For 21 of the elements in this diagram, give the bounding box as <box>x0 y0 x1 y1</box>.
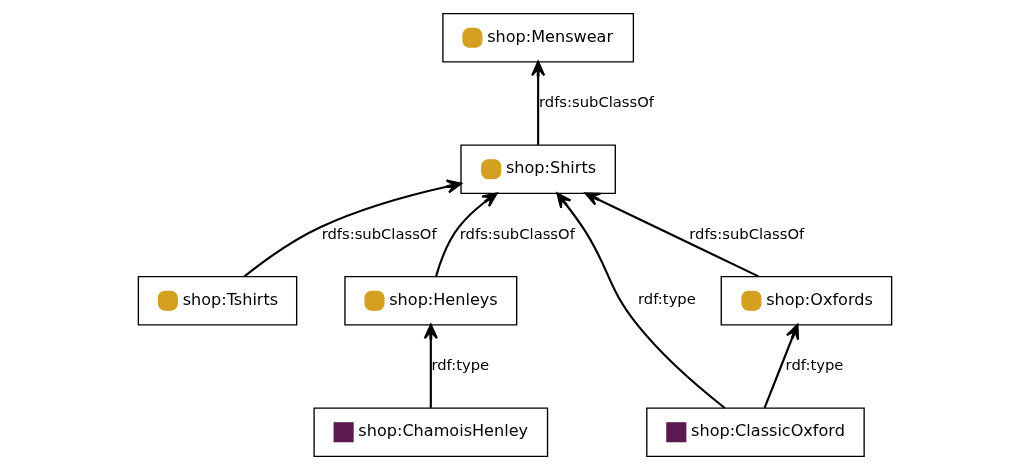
arrow <box>584 192 759 278</box>
edge-label: rdfs:subClassOf <box>688 224 804 242</box>
edge-label: rdfs:subClassOf <box>459 224 575 242</box>
node-box: shop:ClassicOxford <box>645 407 865 458</box>
edge-label: rdf:type <box>430 356 489 374</box>
edge-label: rdf:type <box>637 290 696 308</box>
node-box: shop:Oxfords <box>720 275 892 326</box>
arrow <box>763 323 799 409</box>
edge-label: rdfs:subClassOf <box>321 224 437 242</box>
arrow <box>423 323 438 408</box>
arrow <box>555 192 725 409</box>
node-box: shop:Shirts <box>459 144 616 195</box>
node-box: shop:Henleys <box>343 275 517 326</box>
node-box: shop:ChamoisHenley <box>312 407 548 458</box>
node-box: shop:Menswear <box>441 13 634 63</box>
arrow <box>243 179 462 278</box>
arrow <box>530 60 545 145</box>
arrow <box>434 192 498 277</box>
edge-label: rdfs:subClassOf <box>538 93 654 111</box>
node-box: shop:Tshirts <box>137 275 297 326</box>
edge-label: rdf:type <box>785 356 843 374</box>
